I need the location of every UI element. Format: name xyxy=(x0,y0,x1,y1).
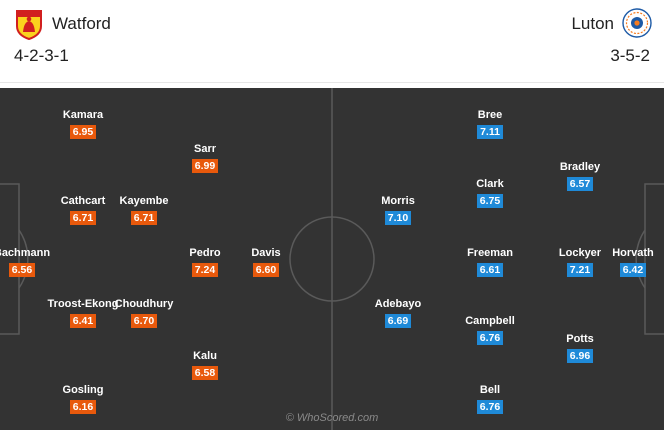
player-rating: 6.41 xyxy=(69,314,97,328)
player-name: Clark xyxy=(476,178,504,190)
player-rating: 6.42 xyxy=(619,263,647,277)
pitch-markings xyxy=(0,88,664,430)
player-rating: 6.16 xyxy=(69,400,97,414)
player-rating: 7.21 xyxy=(566,263,594,277)
player-rating: 6.99 xyxy=(191,159,219,173)
away-formation: 3-5-2 xyxy=(610,46,650,65)
player-name: Lockyer xyxy=(558,247,602,259)
player-name: Freeman xyxy=(467,247,513,259)
player-rating: 6.56 xyxy=(8,263,36,277)
player-rating: 6.71 xyxy=(130,211,158,225)
away-player[interactable]: Adebayo 6.69 xyxy=(358,298,438,329)
away-player[interactable]: Morris 7.10 xyxy=(358,195,438,226)
player-name: Bree xyxy=(477,109,503,121)
luton-crest-icon xyxy=(622,8,652,38)
player-rating: 6.70 xyxy=(130,314,158,328)
away-player[interactable]: Clark 6.75 xyxy=(450,178,530,209)
home-player[interactable]: Kamara 6.95 xyxy=(43,109,123,140)
player-name: Davis xyxy=(251,247,281,259)
away-player[interactable]: Campbell 6.76 xyxy=(450,315,530,346)
player-name: Gosling xyxy=(62,384,104,396)
home-team-name[interactable]: Watford xyxy=(52,14,111,33)
home-formation: 4-2-3-1 xyxy=(14,46,69,65)
player-rating: 6.69 xyxy=(384,314,412,328)
home-player[interactable]: Sarr 6.99 xyxy=(165,143,245,174)
player-rating: 6.71 xyxy=(69,211,97,225)
player-rating: 6.96 xyxy=(566,349,594,363)
player-rating: 6.58 xyxy=(191,366,219,380)
player-rating: 6.76 xyxy=(476,400,504,414)
home-player[interactable]: Kalu 6.58 xyxy=(165,350,245,381)
player-name: Troost-Ekong xyxy=(47,298,119,310)
player-name: Potts xyxy=(566,333,594,345)
home-player[interactable]: Gosling 6.16 xyxy=(43,384,123,415)
player-name: Choudhury xyxy=(114,298,174,310)
player-rating: 7.11 xyxy=(477,125,503,139)
player-name: Bachmann xyxy=(0,247,51,259)
player-rating: 7.10 xyxy=(384,211,412,225)
player-name: Sarr xyxy=(193,143,217,155)
player-rating: 6.57 xyxy=(566,177,594,191)
player-name: Campbell xyxy=(465,315,515,327)
player-name: Adebayo xyxy=(374,298,422,310)
whoscored-watermark: © WhoScored.com xyxy=(285,412,379,424)
home-player[interactable]: Davis 6.60 xyxy=(226,247,306,278)
away-player[interactable]: Horvath 6.42 xyxy=(593,247,664,278)
away-player[interactable]: Lockyer 7.21 xyxy=(540,247,620,278)
home-player[interactable]: Kayembe 6.71 xyxy=(104,195,184,226)
player-name: Morris xyxy=(381,195,415,207)
player-rating: 6.76 xyxy=(476,331,504,345)
away-player[interactable]: Bree 7.11 xyxy=(450,109,530,140)
header-divider xyxy=(0,82,664,83)
away-player[interactable]: Bradley 6.57 xyxy=(540,161,620,192)
player-name: Pedro xyxy=(189,247,221,259)
player-name: Bradley xyxy=(559,161,601,173)
home-player[interactable]: Troost-Ekong 6.41 xyxy=(43,298,123,329)
home-player[interactable]: Cathcart 6.71 xyxy=(43,195,123,226)
player-rating: 7.24 xyxy=(191,263,219,277)
pitch: Kamara 6.95 Sarr 6.99 Cathcart 6.71 Kaye… xyxy=(0,88,664,430)
player-name: Bell xyxy=(479,384,501,396)
player-rating: 6.60 xyxy=(252,263,280,277)
away-team-name[interactable]: Luton xyxy=(571,14,614,33)
away-player[interactable]: Potts 6.96 xyxy=(540,333,620,364)
player-name: Cathcart xyxy=(60,195,106,207)
player-name: Kalu xyxy=(193,350,217,362)
player-rating: 6.95 xyxy=(69,125,97,139)
player-rating: 6.75 xyxy=(476,194,504,208)
player-name: Kayembe xyxy=(119,195,169,207)
watford-crest-icon xyxy=(16,10,42,40)
home-player[interactable]: Pedro 7.24 xyxy=(165,247,245,278)
player-name: Horvath xyxy=(612,247,654,259)
player-name: Kamara xyxy=(62,109,104,121)
home-player[interactable]: Bachmann 6.56 xyxy=(0,247,62,278)
match-header: Watford 4-2-3-1 Luton 3-5-2 xyxy=(0,0,664,88)
player-rating: 6.61 xyxy=(476,263,504,277)
away-player[interactable]: Freeman 6.61 xyxy=(450,247,530,278)
home-player[interactable]: Choudhury 6.70 xyxy=(104,298,184,329)
away-player[interactable]: Bell 6.76 xyxy=(450,384,530,415)
